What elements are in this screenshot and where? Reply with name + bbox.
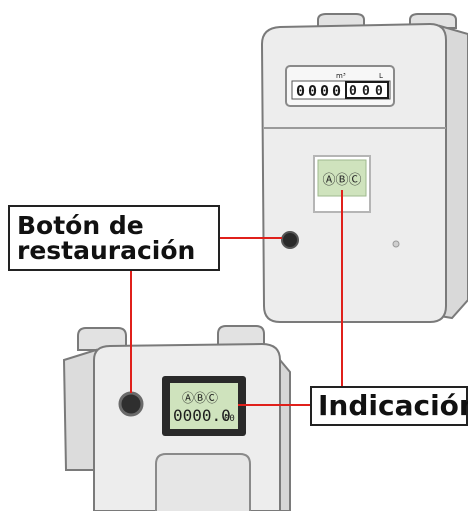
- restore-button-label-line1: Botón de: [17, 211, 144, 240]
- top-meter-screw: [392, 240, 400, 248]
- top-meter-restore-button: [281, 231, 299, 249]
- bottom-meter-restore-button: [118, 391, 144, 417]
- bottom-meter-lcd: [170, 383, 238, 429]
- top-meter-digit: 0: [375, 84, 383, 99]
- bottom-meter-right-edge: [279, 357, 291, 511]
- indication-label: Indicación: [318, 389, 468, 422]
- bottom-meter-status-symbols: ⒶⒷⒸ: [182, 391, 218, 405]
- leader-lines: [130, 190, 343, 406]
- top-meter-digit: 0: [349, 84, 357, 99]
- top-meter-litre-box: [345, 81, 389, 99]
- bottom-meter-side-band: [62, 348, 97, 471]
- bottom-meter-reading: 0000.0: [173, 406, 231, 425]
- bottom-meter-lower-panel: [155, 453, 251, 511]
- top-meter-digit: 0: [296, 82, 305, 100]
- top-meter-unit-l: L: [379, 72, 383, 80]
- bottom-meter-left-connector: [77, 327, 127, 351]
- bottom-gas-meter: ⒶⒷⒸ 0000.0 00: [62, 325, 291, 511]
- restore-button-label-line2: restauración: [17, 236, 196, 265]
- top-meter-l-digits: 0 0 0: [349, 84, 383, 99]
- top-meter-digit: 0: [308, 82, 317, 100]
- restore-button-callout: Botón de restauración: [8, 205, 220, 271]
- top-gas-meter: m³ L 0 0 0 0 0 0 0 ⒶⒷⒸ: [260, 13, 468, 323]
- top-meter-m3-digits: 0 0 0 0: [296, 82, 341, 100]
- indication-callout: Indicación: [310, 386, 468, 426]
- bottom-meter-right-connector: [217, 325, 265, 349]
- top-meter-digit: 0: [362, 84, 370, 99]
- top-meter-status-symbols: ⒶⒷⒸ: [322, 173, 361, 188]
- top-meter-unit-m3: m³: [336, 72, 346, 80]
- bottom-meter-reading-small: 00: [224, 414, 235, 424]
- top-meter-digit: 0: [320, 82, 329, 100]
- top-meter-digit: 0: [332, 82, 341, 100]
